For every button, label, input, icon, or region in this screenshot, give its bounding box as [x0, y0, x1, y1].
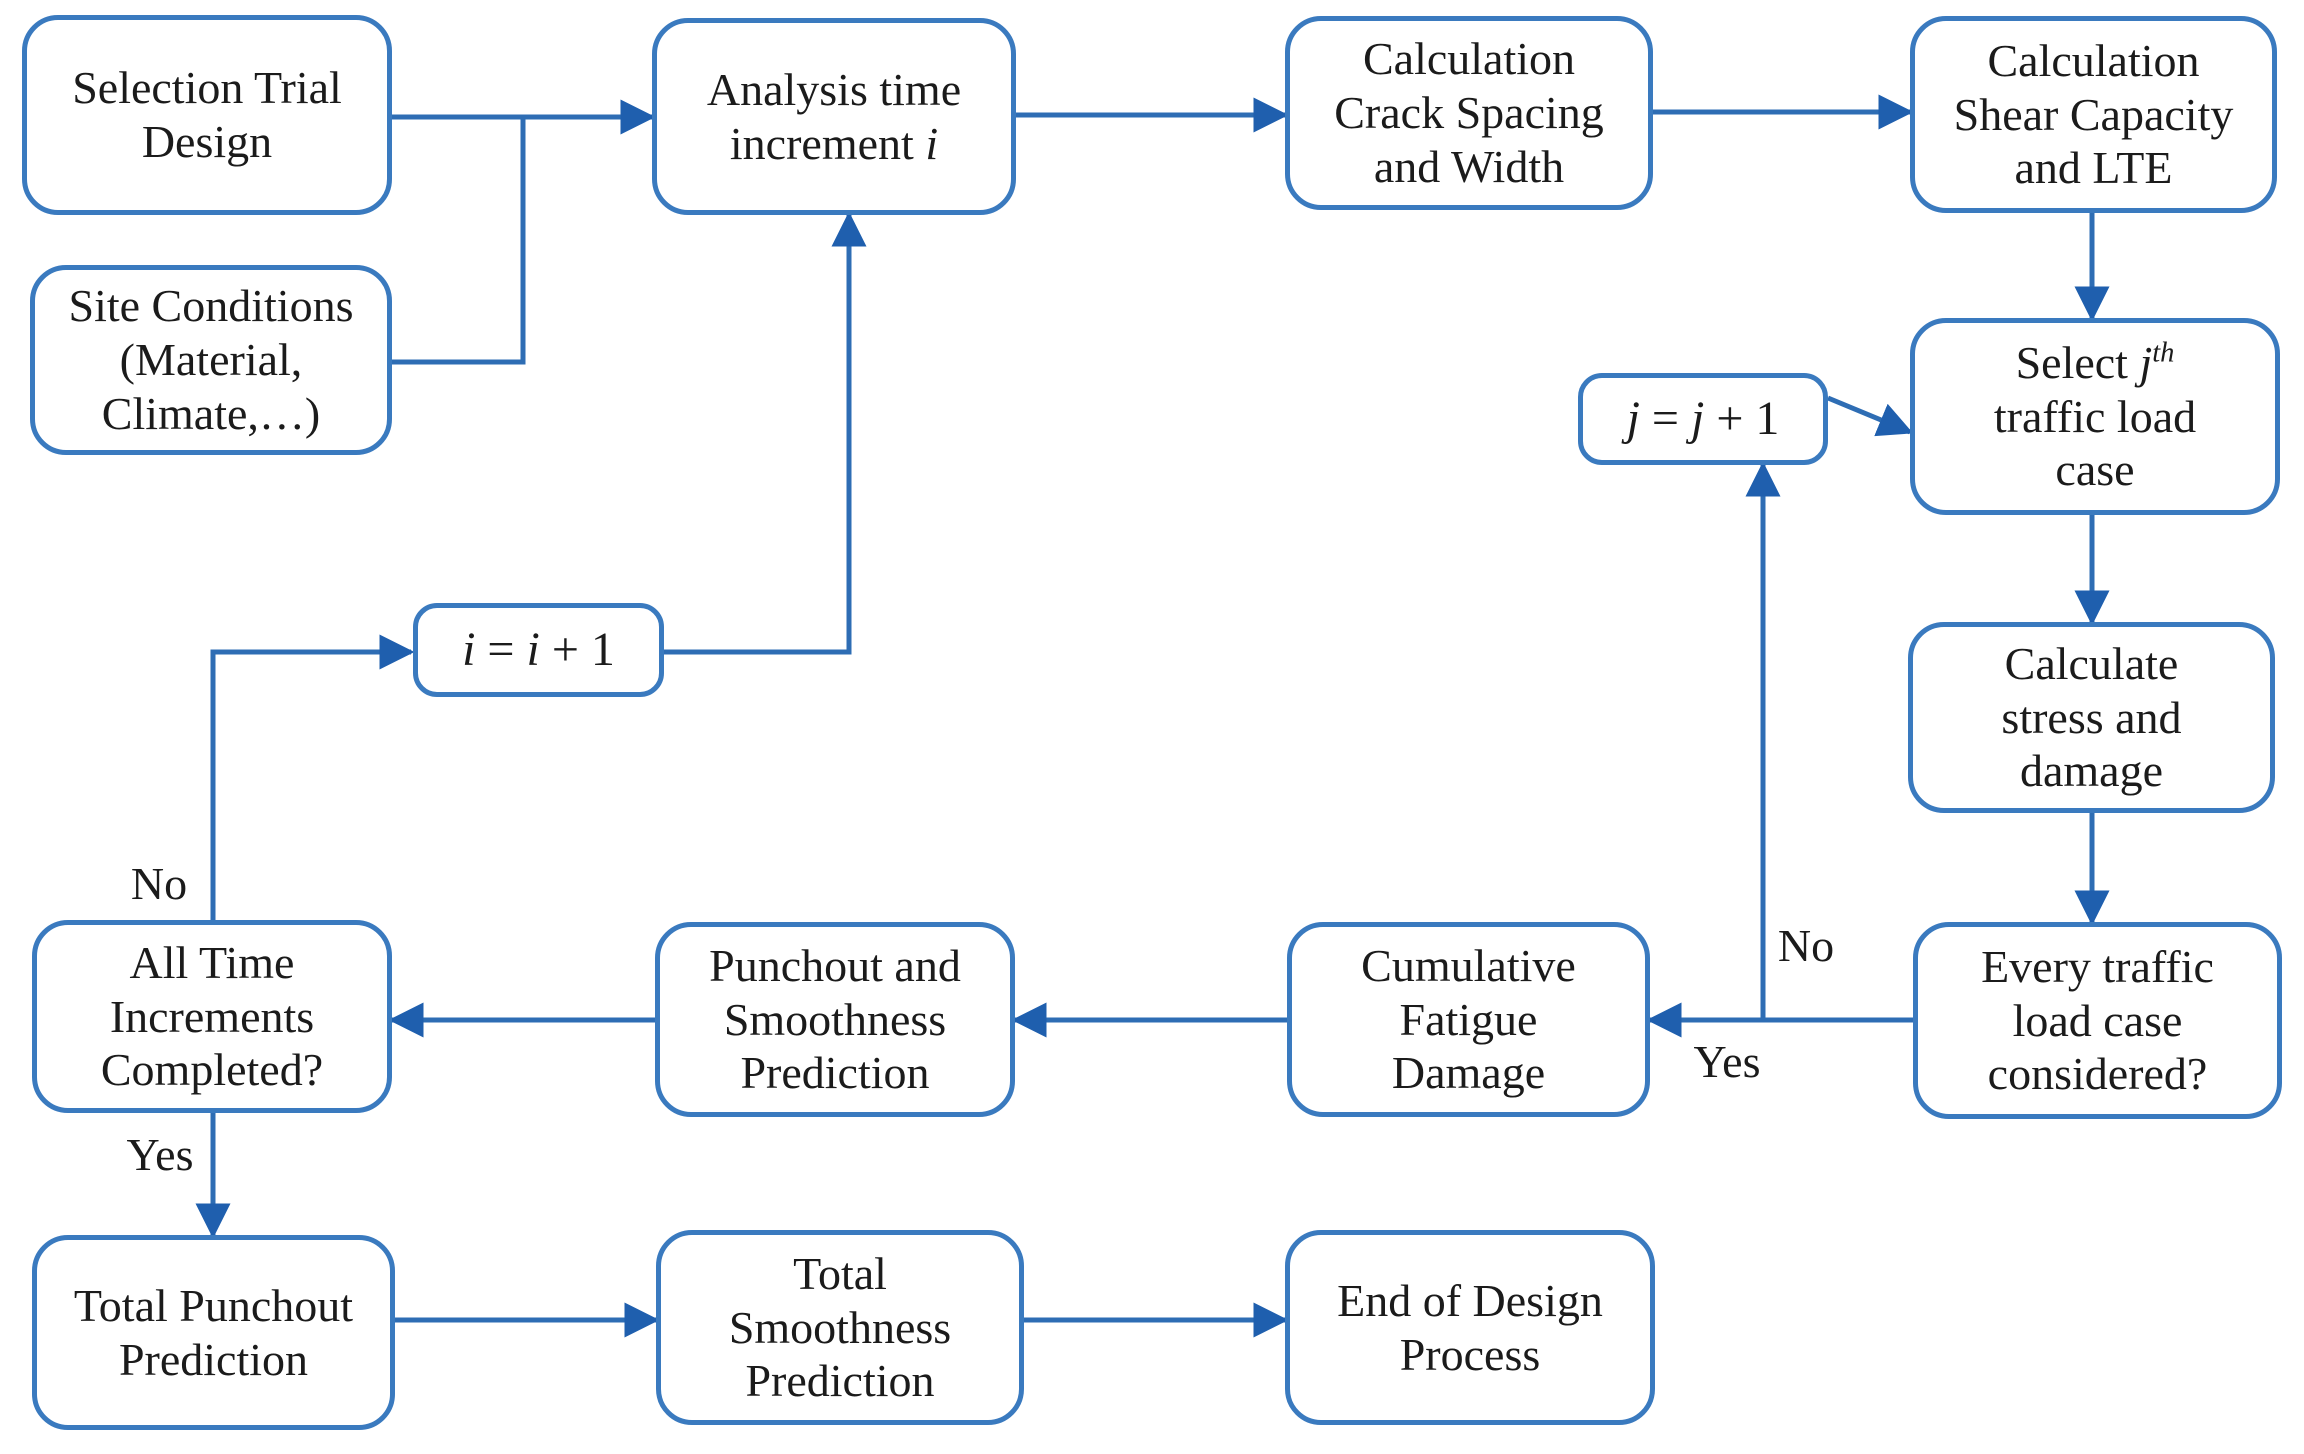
edge-label-yes-traffic-complete: Yes	[1693, 1036, 1761, 1087]
arrow-alltime-no-loop-to-i-increment	[210, 634, 415, 920]
node-site-conditions: Site Conditions(Material,Climate,…)	[30, 265, 392, 455]
edge-label-no-time-loop: No	[130, 858, 188, 909]
arrow-i-increment-to-analysis	[664, 211, 867, 655]
node-i-increment: i = i + 1	[413, 603, 664, 697]
connector-site-conditions-merge	[392, 117, 526, 365]
arrow-j-increment-to-select-j	[1827, 395, 1914, 437]
edge-label-yes-time-complete: Yes	[126, 1129, 194, 1180]
edge-label-no-traffic-loop: No	[1777, 920, 1835, 971]
node-j-increment: j = j + 1	[1578, 373, 1828, 465]
